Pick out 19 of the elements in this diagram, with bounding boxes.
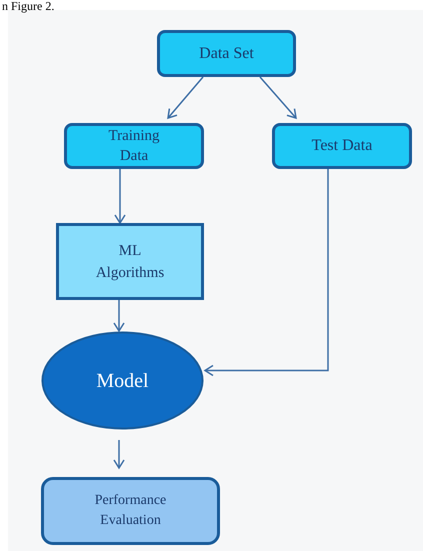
process-box: [64, 123, 204, 169]
node-label: Training Data: [107, 127, 161, 166]
process-box: [157, 30, 296, 77]
process-box: [56, 223, 204, 300]
node-label: Data Set: [198, 44, 255, 64]
process-box: [41, 477, 220, 545]
node-label: Test Data: [310, 136, 374, 156]
process-box: [272, 123, 412, 169]
model-ellipse: [41, 331, 204, 430]
arrow: [204, 169, 329, 376]
arrow: [113, 440, 125, 469]
caption-fragment: n Figure 2.: [2, 0, 54, 12]
node-label: ML Algorithms: [94, 242, 166, 282]
node-label: Model: [95, 368, 150, 394]
node-label: Performance Evaluation: [94, 492, 168, 530]
arrow: [259, 76, 297, 119]
arrow: [114, 169, 126, 224]
arrow: [167, 76, 204, 119]
arrow: [113, 300, 125, 332]
